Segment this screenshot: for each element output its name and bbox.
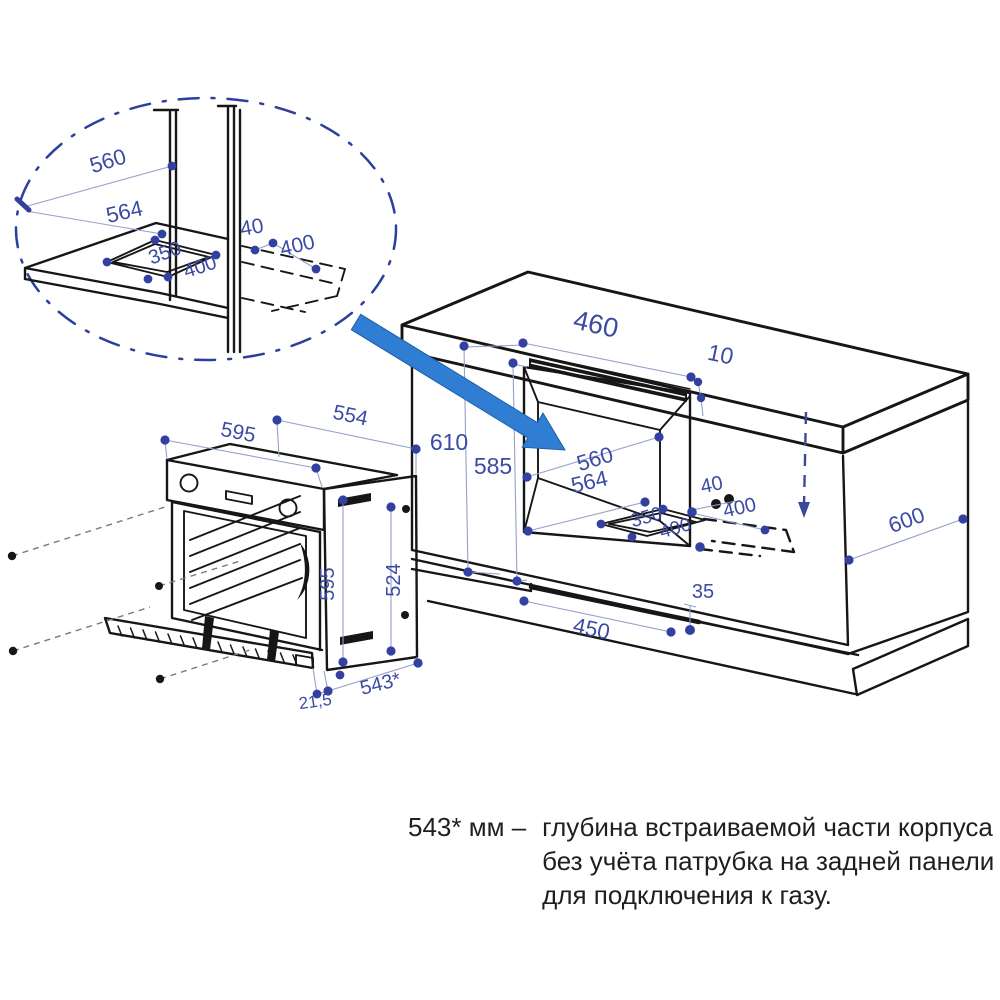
oven-rack-rails <box>189 495 303 621</box>
dim-label-detail-400a: 400 <box>278 230 318 261</box>
drop-dashed-line <box>802 411 808 507</box>
cabinet-body-front <box>410 352 850 656</box>
dim-label-cabinet-460: 460 <box>571 305 621 344</box>
door-end-cap <box>295 654 314 669</box>
cabinet-countertop <box>400 270 970 455</box>
cabinet-dimension-lines <box>316 338 968 695</box>
footnote-prefix: 543* мм – <box>408 812 527 842</box>
oven-top-face <box>165 442 399 491</box>
footnote-line-3: для подключения к газу. <box>542 880 832 910</box>
dim-label-detail-40: 40 <box>238 214 265 241</box>
dim-label-cabinet-564: 564 <box>569 465 610 498</box>
vent-slot-edge <box>523 352 691 390</box>
mounting-bracket-top <box>338 493 371 507</box>
cabinet-hidden-cutout <box>698 517 796 558</box>
dim-label-oven-554: 554 <box>331 401 370 431</box>
oven-dimension-lines <box>160 415 423 699</box>
footnote-line-1: глубина встраиваемой части корпуса <box>542 812 993 842</box>
footnote-description: глубина встраиваемой части корпуса без у… <box>542 810 994 912</box>
gas-connection-dot-1 <box>711 499 721 509</box>
side-panel-hole-1 <box>402 505 410 513</box>
detail-side-panels <box>152 104 242 354</box>
dim-label-cabinet-35: 35 <box>692 581 714 603</box>
dim-label-cabinet-600: 600 <box>885 502 928 538</box>
door-hinge-right <box>267 630 279 662</box>
flow-arrow-icon <box>350 313 566 451</box>
dim-label-cabinet-450: 450 <box>571 613 612 645</box>
detail-base-platform <box>23 221 230 320</box>
cabinet-drawing: 460 10 610 585 560 564 40 400 350 400 60… <box>316 270 970 697</box>
cabinet-plinth-notch <box>528 584 702 625</box>
footnote: 543* мм – глубина встраиваемой части кор… <box>408 810 994 912</box>
side-panel-hole-2 <box>401 611 409 619</box>
oven-cavity-opening <box>183 510 307 639</box>
dim-label-oven-215: 21,5 <box>298 690 333 713</box>
screw-icon-2 <box>8 646 18 656</box>
dim-label-cabinet-585: 585 <box>474 453 512 479</box>
dim-label-cabinet-10: 10 <box>705 339 735 370</box>
cabinet-right-side <box>846 400 970 697</box>
dim-label-detail-564: 564 <box>104 195 145 228</box>
dim-label-cabinet-610: 610 <box>430 429 468 455</box>
mounting-bracket-bottom <box>340 631 373 645</box>
dim-label-cabinet-40: 40 <box>699 472 725 498</box>
detail-hidden-lines <box>241 245 346 313</box>
detail-dimension-lines <box>14 161 692 512</box>
screw-icon-4 <box>155 674 165 684</box>
dim-label-oven-595h: 595 <box>317 567 339 600</box>
cabinet-niche-opening <box>522 365 692 548</box>
footnote-line-2: без учёта патрубка на задней панели <box>542 846 995 876</box>
cavity-shading <box>297 543 310 600</box>
oven-knob-left-icon <box>179 473 199 493</box>
dim-label-detail-400b: 400 <box>181 252 220 283</box>
dim-label-oven-543: 543* <box>358 668 403 699</box>
dim-label-detail-560: 560 <box>87 144 129 179</box>
detail-dashed-circle <box>14 96 398 362</box>
screw-leader-lines <box>11 505 254 680</box>
dim-label-oven-595w: 595 <box>219 418 258 447</box>
oven-display <box>225 490 253 505</box>
oven-drawing: 554 595 595 524 543* 21,5 <box>7 401 423 713</box>
screw-icon-3 <box>155 582 163 590</box>
door-hinge-left <box>202 616 214 650</box>
screw-icon-1 <box>7 551 17 561</box>
dim-label-oven-524: 524 <box>383 563 405 596</box>
drop-arrowhead-icon <box>798 502 810 518</box>
